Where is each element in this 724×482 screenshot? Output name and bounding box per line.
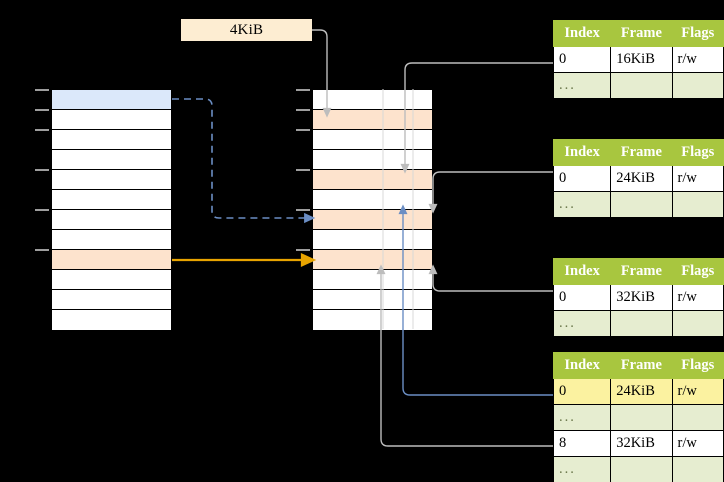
table-cell-frame: 16KiB [610, 46, 673, 73]
table-row: ... [552, 310, 724, 337]
table-cell-index: 8 [552, 430, 612, 457]
table-cell-frame [610, 404, 673, 431]
memory-cell [313, 130, 432, 150]
table-cell-flags [671, 310, 724, 337]
memory-cell [52, 90, 171, 110]
memory-cell [52, 170, 171, 190]
table-cell-frame: 24KiB [610, 378, 673, 405]
table-cell-index: 0 [552, 378, 612, 405]
page-size-label: 4KiB [181, 19, 312, 41]
memory-cell [52, 290, 171, 310]
table-header-index: Index [552, 20, 612, 47]
table-cell-flags: r/w [671, 165, 724, 192]
row-tick-mark [296, 169, 310, 171]
table-header-flags: Flags [671, 139, 724, 166]
table-header-frame: Frame [610, 20, 673, 47]
memory-cell [52, 190, 171, 210]
table-cell-flags: r/w [671, 430, 724, 457]
table-cell-flags: r/w [671, 378, 724, 405]
row-tick-mark [296, 89, 310, 91]
table-row: ... [552, 404, 724, 431]
table-cell-index: ... [552, 404, 612, 431]
table-cell-frame: 32KiB [610, 284, 673, 311]
table-cell-index: 0 [552, 165, 612, 192]
memory-cell [313, 150, 432, 170]
memory-cell [313, 310, 432, 330]
table-cell-frame: 24KiB [610, 165, 673, 192]
memory-cell [313, 90, 432, 110]
table-cell-flags: r/w [671, 284, 724, 311]
table-cell-flags [671, 404, 724, 431]
table-row: ... [552, 191, 724, 218]
row-tick-mark [35, 129, 49, 131]
table-header-frame: Frame [610, 139, 673, 166]
memory-cell [52, 230, 171, 250]
table-cell-index: 0 [552, 284, 612, 311]
virtual-address-space-column [51, 89, 172, 330]
memory-cell [52, 250, 171, 270]
row-tick-mark [296, 129, 310, 131]
table-header-flags: Flags [671, 20, 724, 47]
memory-cell [52, 130, 171, 150]
row-tick-mark [296, 209, 310, 211]
table-cell-frame [610, 191, 673, 218]
row-tick-mark [35, 109, 49, 111]
memory-cell [52, 210, 171, 230]
row-tick-mark [296, 109, 310, 111]
table-cell-flags [671, 456, 724, 482]
table-header-index: Index [552, 258, 612, 285]
row-tick-mark [35, 89, 49, 91]
table-cell-index: ... [552, 456, 612, 482]
table-cell-flags: r/w [671, 46, 724, 73]
table-cell-index: ... [552, 191, 612, 218]
row-tick-mark [35, 209, 49, 211]
table-header-frame: Frame [610, 352, 673, 379]
row-tick-mark [35, 169, 49, 171]
table-cell-flags [671, 191, 724, 218]
table-header-index: Index [552, 352, 612, 379]
table-header-flags: Flags [671, 352, 724, 379]
table-cell-flags [671, 72, 724, 99]
memory-cell [52, 270, 171, 290]
table-cell-index: ... [552, 72, 612, 99]
table-cell-frame [610, 456, 673, 482]
memory-cell [313, 110, 432, 130]
memory-cell [52, 310, 171, 330]
memory-cell [313, 250, 432, 270]
memory-cell [52, 150, 171, 170]
table-cell-index: ... [552, 310, 612, 337]
memory-cell [313, 270, 432, 290]
table-header-frame: Frame [610, 258, 673, 285]
table-header-index: Index [552, 139, 612, 166]
memory-cell [313, 210, 432, 230]
memory-cell [313, 170, 432, 190]
table-cell-frame [610, 310, 673, 337]
table-cell-index: 0 [552, 46, 612, 73]
physical-memory-column [312, 89, 433, 330]
memory-cell [313, 190, 432, 210]
memory-cell [313, 290, 432, 310]
table-row: ... [552, 456, 724, 482]
row-tick-mark [35, 249, 49, 251]
table-cell-frame [610, 72, 673, 99]
memory-cell [52, 110, 171, 130]
row-tick-mark [296, 249, 310, 251]
table-header-flags: Flags [671, 258, 724, 285]
table-row: ... [552, 72, 724, 99]
table-cell-frame: 32KiB [610, 430, 673, 457]
memory-cell [313, 230, 432, 250]
